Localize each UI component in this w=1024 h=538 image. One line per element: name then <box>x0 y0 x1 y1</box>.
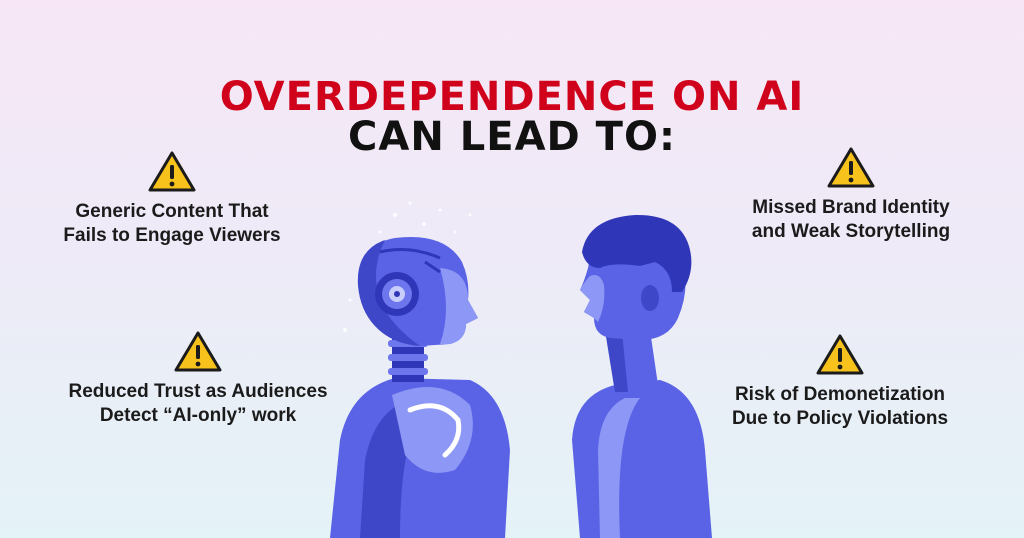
warning-icon <box>816 334 864 375</box>
human-figure <box>572 214 712 538</box>
robot-figure <box>330 237 510 538</box>
risk-point-generic-content: Generic Content That Fails to Engage Vie… <box>32 150 312 248</box>
risk-point-missed-brand-identity: Missed Brand Identity and Weak Storytell… <box>711 146 991 244</box>
warning-icon <box>148 151 196 192</box>
risk-point-text: Missed Brand Identity and Weak Storytell… <box>751 197 951 242</box>
risk-point-reduced-trust: Reduced Trust as Audiences Detect “AI-on… <box>58 330 338 428</box>
title-line-2: CAN LEAD TO: <box>348 114 676 160</box>
risk-point-text: Reduced Trust as Audiences Detect “AI-on… <box>68 381 328 426</box>
title-line-1: OVERDEPENDENCE ON AI <box>219 74 805 120</box>
warning-icon <box>174 331 222 372</box>
warning-icon <box>827 147 875 188</box>
risk-point-text: Generic Content That Fails to Engage Vie… <box>63 201 281 246</box>
risk-point-demonetization: Risk of Demonetization Due to Policy Vio… <box>700 333 980 431</box>
risk-point-text: Risk of Demonetization Due to Policy Vio… <box>731 384 949 429</box>
